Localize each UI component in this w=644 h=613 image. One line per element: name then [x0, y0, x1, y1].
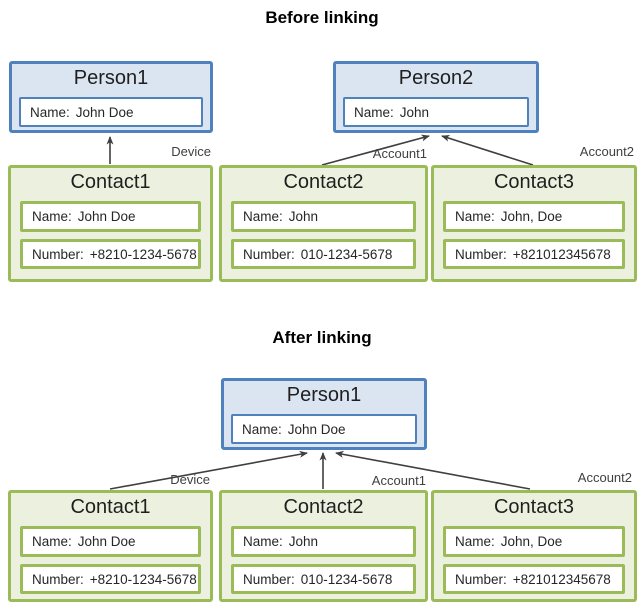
- tag-account2-before: Account2: [579, 144, 634, 159]
- person2-before-title: Person2: [398, 67, 474, 89]
- name-field-label: Name:: [32, 209, 72, 224]
- contact1-after-number-field: Number: +8210-1234-5678: [20, 564, 201, 594]
- after-section-title: After linking: [272, 328, 372, 347]
- person2-before-name-field: Name: John: [343, 97, 529, 127]
- name-field-value: John: [288, 209, 319, 224]
- name-field-value: John Doe: [77, 209, 136, 224]
- tag-account2-after: Account2: [577, 470, 632, 485]
- name-field-label: Name:: [30, 104, 70, 120]
- name-field-label: Name:: [242, 421, 282, 437]
- contact1-after-box: Contact1 Name: John Doe Number: +8210-12…: [8, 490, 213, 602]
- number-field-label: Number:: [243, 246, 295, 262]
- number-field-label: Number:: [32, 571, 84, 587]
- tag-device-before: Device: [171, 144, 211, 159]
- number-field-value: +821012345678: [512, 571, 611, 587]
- name-field-value: John Doe: [77, 534, 136, 549]
- name-field-label: Name:: [455, 534, 495, 549]
- contact2-after-number-field: Number: 010-1234-5678: [231, 564, 416, 594]
- person1-after-box: Person1 Name: John Doe: [221, 378, 427, 450]
- contact3-after-name-field: Name: John, Doe: [443, 526, 625, 557]
- arrow-contact3-to-person1-after: [335, 450, 531, 490]
- name-field-label: Name:: [455, 209, 495, 224]
- name-field-value: John: [288, 534, 319, 549]
- contact2-before-box: Contact2 Name: John Number: 010-1234-567…: [219, 165, 428, 282]
- contact1-before-title: Contact1: [70, 171, 151, 193]
- contact3-after-box: Contact3 Name: John, Doe Number: +821012…: [431, 490, 637, 602]
- tag-device-after: Device: [170, 472, 210, 487]
- contact3-before-number-field: Number: +821012345678: [443, 239, 625, 269]
- number-field-value: 010-1234-5678: [300, 571, 393, 587]
- person1-before-box: Person1 Name: John Doe: [9, 61, 213, 133]
- before-section-title: Before linking: [265, 8, 379, 27]
- name-field-value: John Doe: [287, 421, 346, 437]
- number-field-label: Number:: [455, 246, 507, 262]
- contact3-before-title: Contact3: [493, 171, 575, 193]
- contact3-before-name-field: Name: John, Doe: [443, 201, 625, 232]
- name-field-label: Name:: [32, 534, 72, 549]
- person2-before-box: Person2 Name: John: [333, 61, 539, 133]
- number-field-label: Number:: [243, 571, 295, 587]
- name-field-value: John Doe: [75, 104, 134, 120]
- contact2-before-title: Contact2: [283, 171, 364, 193]
- contact1-after-title: Contact1: [70, 496, 151, 518]
- tag-account1-after: Account1: [371, 473, 426, 488]
- name-field-label: Name:: [354, 104, 394, 120]
- number-field-label: Number:: [32, 246, 84, 262]
- contact1-after-name-field: Name: John Doe: [20, 526, 201, 557]
- arrow-contact3-to-person2-before: [441, 134, 534, 166]
- person1-before-title: Person1: [73, 67, 149, 89]
- number-field-value: 010-1234-5678: [300, 246, 393, 262]
- number-field-value: +8210-1234-5678: [89, 571, 197, 587]
- name-field-value: John: [399, 104, 430, 120]
- name-field-label: Name:: [243, 534, 283, 549]
- contact1-before-number-field: Number: +8210-1234-5678: [20, 239, 201, 269]
- contact3-after-title: Contact3: [493, 496, 575, 518]
- person1-after-title: Person1: [286, 384, 362, 406]
- tag-account1-before: Account1: [372, 146, 427, 161]
- person1-before-name-field: Name: John Doe: [19, 97, 203, 127]
- number-field-label: Number:: [455, 571, 507, 587]
- contact3-before-box: Contact3 Name: John, Doe Number: +821012…: [431, 165, 637, 282]
- contact1-before-box: Contact1 Name: John Doe Number: +8210-12…: [8, 165, 213, 282]
- number-field-value: +8210-1234-5678: [89, 246, 197, 262]
- contact2-before-name-field: Name: John: [231, 201, 416, 232]
- contact2-after-box: Contact2 Name: John Number: 010-1234-567…: [219, 490, 428, 602]
- contact2-after-name-field: Name: John: [231, 526, 416, 557]
- contact2-before-number-field: Number: 010-1234-5678: [231, 239, 416, 269]
- name-field-value: John, Doe: [500, 209, 563, 224]
- name-field-value: John, Doe: [500, 534, 563, 549]
- contact3-after-number-field: Number: +821012345678: [443, 564, 625, 594]
- contact2-after-title: Contact2: [283, 496, 364, 518]
- person1-after-name-field: Name: John Doe: [231, 414, 417, 444]
- contact1-before-name-field: Name: John Doe: [20, 201, 201, 232]
- name-field-label: Name:: [243, 209, 283, 224]
- number-field-value: +821012345678: [512, 246, 611, 262]
